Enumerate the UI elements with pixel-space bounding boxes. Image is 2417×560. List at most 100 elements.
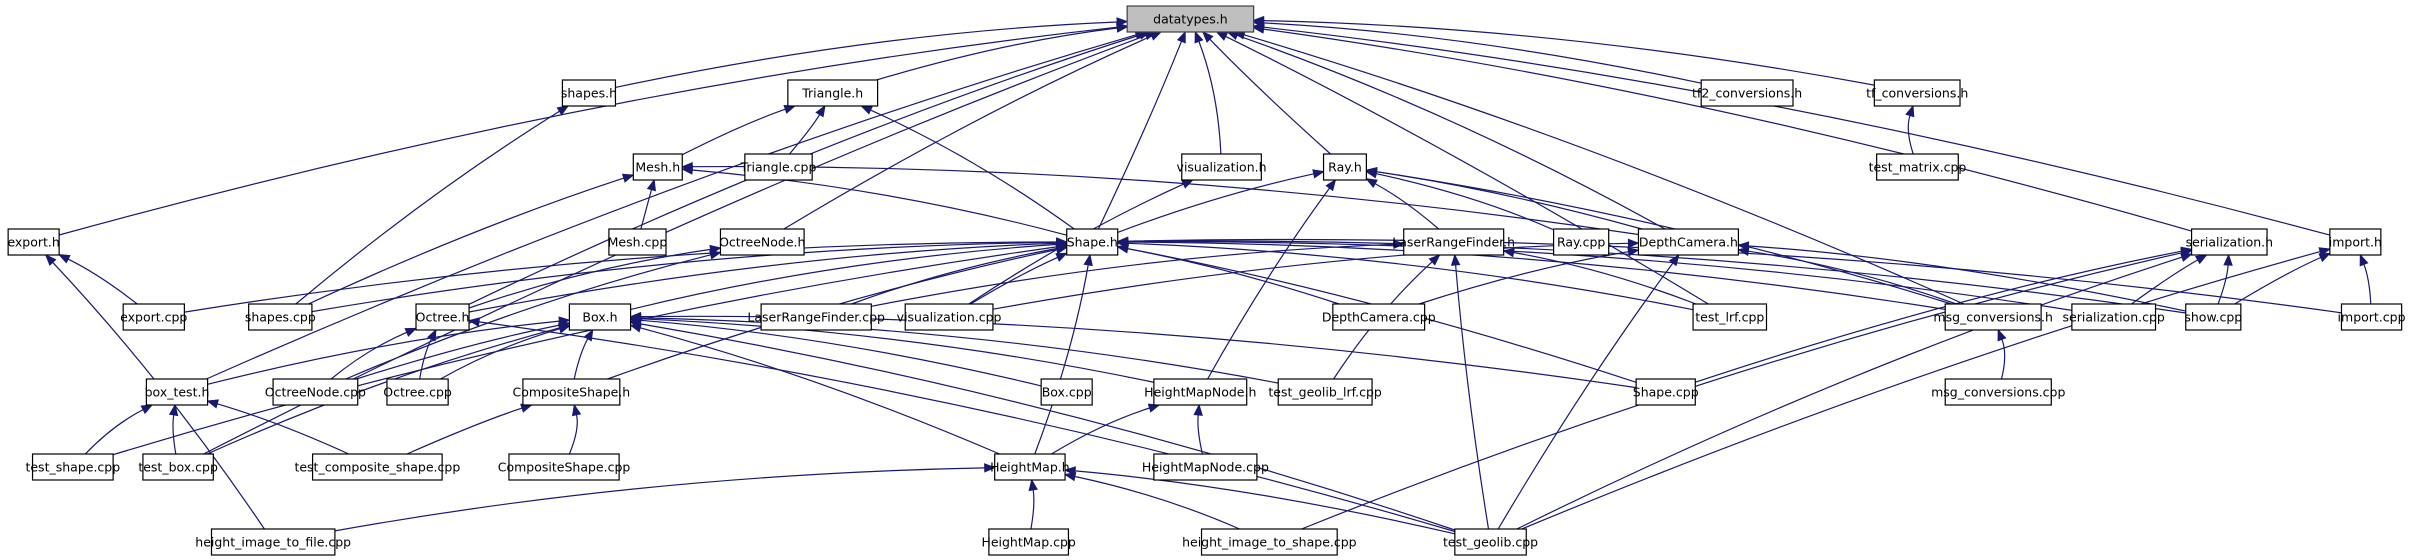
node-label: LaserRangeFinder.cpp xyxy=(747,310,885,325)
node-label: OctreeNode.cpp xyxy=(265,385,366,400)
node-box xyxy=(142,453,214,481)
node-label: HeightMapNode.h xyxy=(1144,385,1256,400)
node-Triangle-h[interactable]: Triangle.h xyxy=(787,79,879,107)
node-Ray-cpp[interactable]: Ray.cpp xyxy=(1553,228,1610,256)
node-OctreeNode-h[interactable]: OctreeNode.h xyxy=(719,228,805,256)
node-export-h[interactable]: export.h xyxy=(7,228,60,256)
node-box xyxy=(1200,528,1338,556)
node-test-geolib-lrf-cpp[interactable]: test_geolib_lrf.cpp xyxy=(1268,378,1382,406)
node-box xyxy=(1153,453,1258,481)
node-CompositeShape-cpp[interactable]: CompositeShape.cpp xyxy=(498,453,631,481)
node-visualization-h[interactable]: visualization.h xyxy=(1177,153,1267,181)
edge-show_cpp-to-serialization_h xyxy=(2217,264,2229,305)
node-test-matrix-cpp[interactable]: test_matrix.cpp xyxy=(1869,153,1967,181)
node-Ray-h[interactable]: Ray.h xyxy=(1322,153,1367,181)
node-Shape-h[interactable]: Shape.h xyxy=(1066,228,1119,256)
node-shapes-h[interactable]: shapes.h xyxy=(561,79,617,107)
node-box xyxy=(272,378,359,406)
node-label: HeightMap.h xyxy=(990,460,1070,475)
arrowhead-icon xyxy=(1201,31,1214,43)
node-tf-conversions-h[interactable]: tf_conversions.h xyxy=(1866,79,1968,107)
node-label: Shape.cpp xyxy=(1633,385,1699,400)
node-show-cpp[interactable]: show.cpp xyxy=(2184,303,2242,331)
node-box xyxy=(248,303,313,331)
node-box xyxy=(1322,153,1367,181)
arrowhead-icon xyxy=(1627,247,1640,257)
node-msg-conversions-cpp[interactable]: msg_conversions.cpp xyxy=(1931,378,2065,406)
node-test-composite-shape-cpp[interactable]: test_composite_shape.cpp xyxy=(294,453,460,481)
node-import-h[interactable]: import.h xyxy=(2329,228,2382,256)
node-label: Box.cpp xyxy=(1042,385,1092,400)
node-label: CompositeShape.cpp xyxy=(498,460,631,475)
node-label: visualization.cpp xyxy=(897,310,1002,325)
node-LaserRangeFinder-h[interactable]: LaserRangeFinder.h xyxy=(1392,228,1515,256)
node-DepthCamera-cpp[interactable]: DepthCamera.cpp xyxy=(1322,303,1436,331)
node-shapes-cpp[interactable]: shapes.cpp xyxy=(245,303,316,331)
node-label: serialization.h xyxy=(2186,235,2273,250)
node-label: Triangle.h xyxy=(801,86,863,101)
edge-test_matrix_cpp-to-tf_conversions_h xyxy=(1907,115,1914,155)
node-test-geolib-cpp[interactable]: test_geolib.cpp xyxy=(1443,528,1538,556)
arrowhead-icon xyxy=(1393,239,1406,250)
node-serialization-cpp[interactable]: serialization.cpp xyxy=(2063,303,2165,331)
node-LaserRangeFinder-cpp[interactable]: LaserRangeFinder.cpp xyxy=(747,303,885,331)
edge-test_geolib_cpp-to-LaserRangeFinder_h xyxy=(1455,264,1490,530)
node-Triangle-cpp[interactable]: Triangle.cpp xyxy=(740,153,817,181)
arrowhead-icon xyxy=(1028,478,1038,492)
node-datatypes-h[interactable]: datatypes.h xyxy=(1126,5,1255,33)
edge-import_cpp-to-import_h xyxy=(2363,264,2372,305)
node-import-cpp[interactable]: import.cpp xyxy=(2338,303,2406,331)
node-serialization-h[interactable]: serialization.h xyxy=(2186,228,2273,256)
node-label: Ray.cpp xyxy=(1557,235,1605,250)
node-CompositeShape-h[interactable]: CompositeShape.h xyxy=(512,378,630,406)
node-box-test-h[interactable]: box_test.h xyxy=(145,378,210,406)
node-HeightMap-cpp[interactable]: HeightMap.cpp xyxy=(981,528,1076,556)
node-test-shape-cpp[interactable]: test_shape.cpp xyxy=(25,453,120,481)
node-box xyxy=(1873,79,1961,107)
arrowhead-icon xyxy=(1450,253,1461,266)
node-OctreeNode-cpp[interactable]: OctreeNode.cpp xyxy=(265,378,366,406)
node-visualization-cpp[interactable]: visualization.cpp xyxy=(897,303,1002,331)
node-box xyxy=(994,453,1066,481)
node-Mesh-cpp[interactable]: Mesh.cpp xyxy=(608,228,668,256)
node-box xyxy=(787,79,879,107)
node-Shape-cpp[interactable]: Shape.cpp xyxy=(1633,378,1699,406)
arrowhead-icon xyxy=(984,463,997,473)
node-Mesh-h[interactable]: Mesh.h xyxy=(632,153,683,181)
arrowhead-icon xyxy=(1428,254,1441,266)
node-tf2-conversions-h[interactable]: tf2_conversions.h xyxy=(1692,79,1802,107)
node-height-image-to-shape-cpp[interactable]: height_image_to_shape.cpp xyxy=(1182,528,1357,556)
edge-test_shape_cpp-to-Shape_h xyxy=(112,246,1057,456)
node-DepthCamera-h[interactable]: DepthCamera.h xyxy=(1637,228,1740,256)
arrowhead-icon xyxy=(860,105,873,115)
node-HeightMap-h[interactable]: HeightMap.h xyxy=(990,453,1070,481)
edge-LaserRangeFinder_cpp-to-LaserRangeFinder_h xyxy=(871,243,1394,307)
arrowhead-icon xyxy=(621,173,635,183)
edge-height_image_to_shape_cpp-to-serialization_h xyxy=(1301,252,2182,530)
node-msg-conversions-h[interactable]: msg_conversions.h xyxy=(1933,303,2053,331)
node-height-image-to-file-cpp[interactable]: height_image_to_file.cpp xyxy=(195,528,351,556)
node-label: msg_conversions.cpp xyxy=(1931,385,2065,400)
edge-DepthCamera_h-to-datatypes_h xyxy=(1236,34,1666,230)
edge-test_box_cpp-to-box_test_h xyxy=(172,414,177,455)
node-HeightMapNode-h[interactable]: HeightMapNode.h xyxy=(1144,378,1256,406)
node-Octree-h[interactable]: Octree.h xyxy=(415,303,470,331)
edge-Shape_h-to-datatypes_h xyxy=(1097,41,1183,230)
node-HeightMapNode-cpp[interactable]: HeightMapNode.cpp xyxy=(1142,453,1269,481)
node-label: Triangle.cpp xyxy=(740,160,817,175)
edge-Box_h-to-Shape_h xyxy=(630,243,1057,311)
node-label: height_image_to_file.cpp xyxy=(195,535,351,550)
edge-Shape_h-to-Triangle_h xyxy=(870,109,1075,230)
edge-test_shape_cpp-to-box_test_h xyxy=(84,409,144,455)
node-test-lrf-cpp[interactable]: test_lrf.cpp xyxy=(1692,303,1768,331)
arrowhead-icon xyxy=(1627,238,1640,249)
node-test-box-cpp[interactable]: test_box.cpp xyxy=(138,453,218,481)
node-box xyxy=(1944,303,2042,331)
node-export-cpp[interactable]: export.cpp xyxy=(120,303,187,331)
node-box xyxy=(31,453,114,481)
node-label: box_test.h xyxy=(145,385,210,400)
node-Box-cpp[interactable]: Box.cpp xyxy=(1040,378,1093,406)
node-Octree-cpp[interactable]: Octree.cpp xyxy=(383,378,452,406)
node-box xyxy=(1126,5,1255,33)
node-Box-h[interactable]: Box.h xyxy=(568,303,632,331)
